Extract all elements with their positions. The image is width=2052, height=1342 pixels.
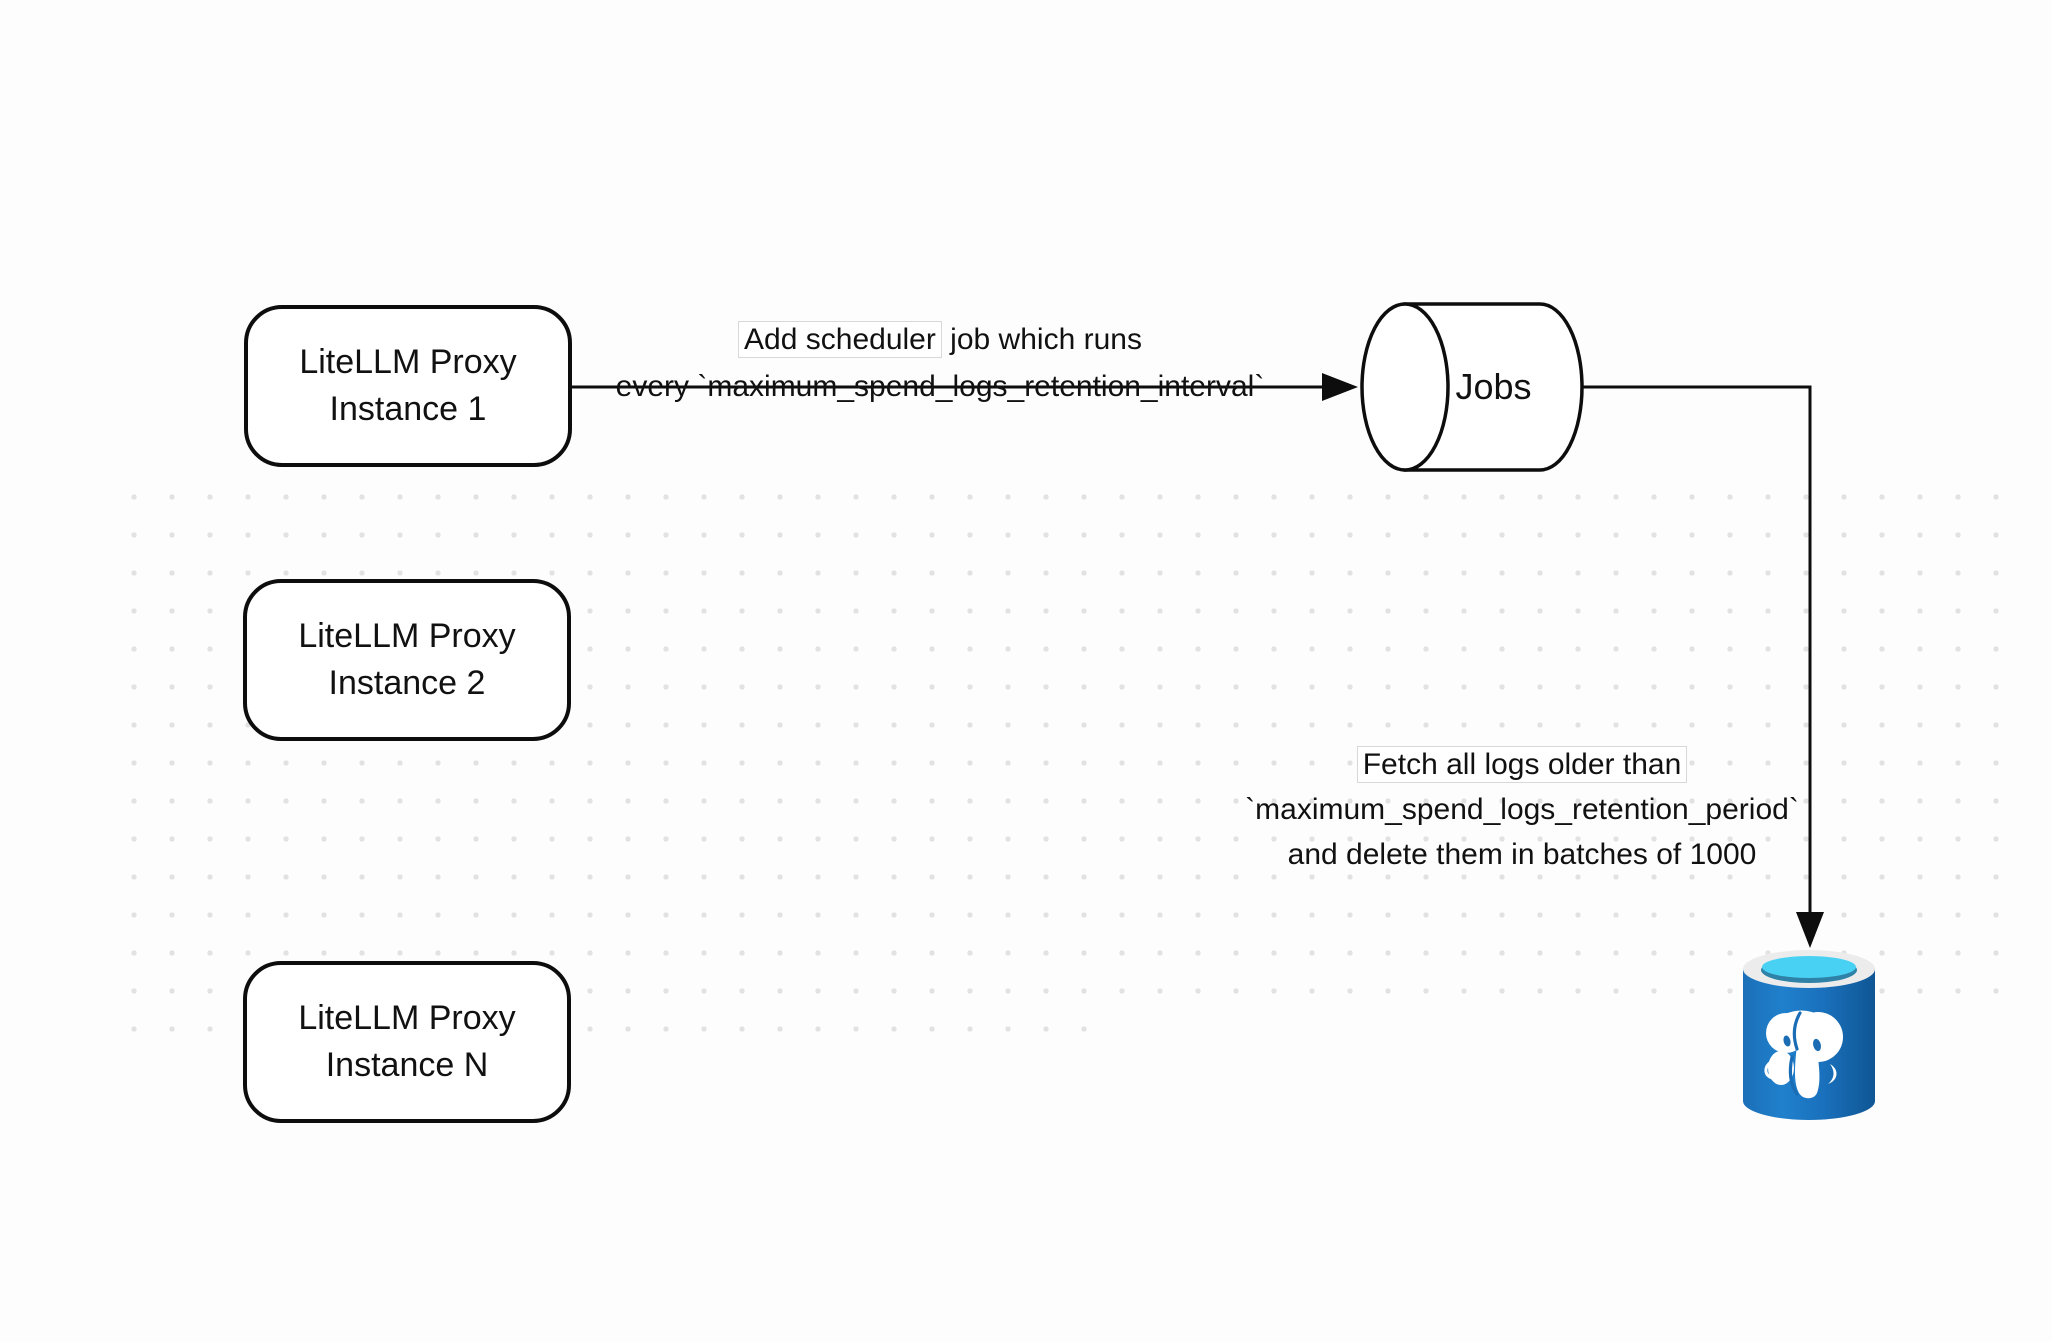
- node-label-line1: LiteLLM Proxy: [299, 343, 517, 381]
- node-litellm-proxy-instance-2: LiteLLM Proxy Instance 2: [243, 579, 571, 741]
- postgres-elephant-icon: [1764, 1010, 1843, 1099]
- jobs-cylinder: [1360, 302, 1584, 472]
- node-label-line1: LiteLLM Proxy: [298, 999, 516, 1037]
- scheduler-annotation: Add scheduler job which runs every `maxi…: [595, 316, 1285, 410]
- fetch-annotation-line1: Fetch all logs older than: [1232, 742, 1812, 787]
- arrow-proxy-to-jobs: [572, 373, 1358, 401]
- node-label-line2: Instance 1: [329, 390, 487, 428]
- fetch-annotation: Fetch all logs older than `maximum_spend…: [1232, 742, 1812, 877]
- postgresql-database-icon: [1743, 950, 1875, 1120]
- jobs-label: Jobs: [1455, 366, 1532, 407]
- arrow-jobs-to-postgres: [1582, 385, 1824, 948]
- fetch-annotation-line2: `maximum_spend_logs_retention_period`: [1245, 793, 1799, 826]
- node-label-line2: Instance N: [325, 1046, 489, 1084]
- dot-grid: [115, 478, 2015, 1010]
- node-label-line2: Instance 2: [328, 664, 486, 702]
- node-litellm-proxy-instance-n: LiteLLM Proxy Instance N: [243, 961, 571, 1123]
- node-litellm-proxy-instance-1: LiteLLM Proxy Instance 1: [244, 305, 572, 467]
- fetch-annotation-line1-boxed: Fetch all logs older than: [1356, 746, 1688, 783]
- arrowhead-right-icon: [1322, 373, 1358, 401]
- scheduler-annotation-line1: Add scheduler job which runs: [595, 316, 1285, 363]
- node-label-line1: LiteLLM Proxy: [298, 617, 516, 655]
- scheduler-annotation-line2: every `maximum_spend_logs_retention_inte…: [615, 370, 1265, 403]
- scheduler-annotation-line1-boxed: Add scheduler: [738, 321, 942, 358]
- scheduler-annotation-line1-rest: job which runs: [941, 323, 1142, 356]
- fetch-annotation-line3: and delete them in batches of 1000: [1287, 838, 1757, 871]
- arrowhead-down-icon: [1796, 912, 1824, 948]
